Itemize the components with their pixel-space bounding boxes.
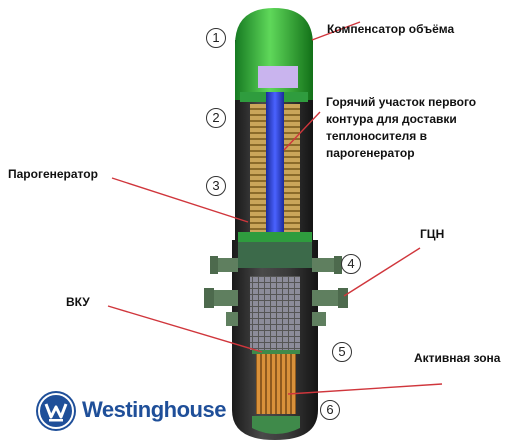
label-compensator: Компенсатор объёма	[327, 22, 455, 36]
pump-left-lower	[204, 288, 238, 308]
leader-steam-generator	[111, 177, 249, 223]
lower-plenum	[252, 416, 300, 434]
pump-right-upper	[312, 256, 342, 274]
pump-left-bottom	[226, 312, 238, 326]
label-hot-leg-line-3: теплоносителя в	[326, 129, 427, 143]
pump-left-upper	[210, 256, 238, 274]
transition-ring	[238, 232, 312, 242]
marker-2: 2	[206, 108, 226, 128]
hot-leg-riser	[266, 92, 284, 232]
westinghouse-logo-icon	[36, 391, 76, 431]
marker-4: 4	[341, 254, 361, 274]
leader-pump	[343, 247, 421, 297]
leader-hot-leg	[283, 111, 321, 151]
leader-core	[287, 383, 443, 395]
brand-name: Westinghouse	[82, 397, 226, 422]
pump-deck	[238, 242, 312, 268]
pump-right-bottom	[312, 312, 326, 326]
core-baffle	[252, 350, 300, 354]
marker-1: 1	[206, 28, 226, 48]
pump-right-lower	[312, 288, 348, 308]
label-hot-leg-line-4: парогенератор	[326, 146, 415, 160]
label-steam-generator: Парогенератор	[8, 167, 98, 181]
pressurizer-chamber	[258, 66, 298, 88]
label-hot-leg-line-2: контура для доставки	[326, 112, 457, 126]
leader-internals	[107, 305, 263, 353]
reactor-core	[256, 352, 296, 414]
marker-5: 5	[332, 342, 352, 362]
label-pump: ГЦН	[420, 227, 445, 241]
label-hot-leg-line-1: Горячий участок первого	[326, 95, 477, 109]
marker-6: 6	[320, 400, 340, 420]
internals-cutaway	[250, 276, 300, 350]
leader-compensator	[311, 21, 361, 41]
label-core: Активная зона	[414, 351, 501, 365]
label-internals: ВКУ	[66, 295, 90, 309]
marker-3: 3	[206, 176, 226, 196]
